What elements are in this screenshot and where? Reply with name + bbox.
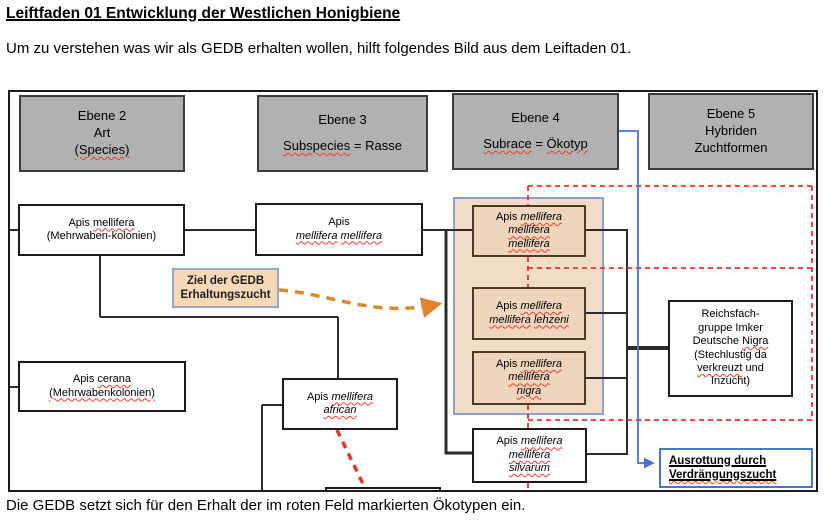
blue-flow-line (619, 130, 655, 469)
taxonomy-diagram: Ebene 2 Art (Species) Ebene 3 Subspecies… (8, 90, 818, 492)
orange-dashed-arrow (278, 288, 443, 318)
box-apis-mellifera-african: Apis mellifera african (282, 378, 398, 430)
box-apis-mellifera-mellifera: Apis mellifera mellifera (255, 203, 423, 256)
intro-text: Um zu verstehen was wir als GEDB erhalte… (6, 40, 632, 57)
box-ausrottung: Ausrottung durch Verdrängungszucht (659, 448, 813, 488)
page-title: Leiftfaden 01 Entwicklung der Westlichen… (6, 5, 401, 22)
box-amm-nigra: Apis mellifera mellifera nigra (472, 351, 586, 405)
box-apis-mellifera: Apis mellifera (Mehrwaben-kolonien) (18, 204, 185, 256)
box-ziel-der-gedb: Ziel der GEDB Erhaltungszucht (172, 268, 279, 308)
header-ebene3: Ebene 3 Subspecies = Rasse (257, 95, 428, 172)
box-amm-silvarum: Apis mellifera mellifera silvarum (472, 428, 587, 483)
box-bottom-cutoff (325, 487, 441, 492)
header-ebene5: Ebene 5 Hybriden Zuchtformen (648, 93, 814, 170)
red-dashed-african-link (335, 429, 367, 489)
caption-text: Die GEDB setzt sich für den Erhalt der i… (6, 497, 526, 514)
header-ebene4: Ebene 4 Subrace = Ökotyp (452, 93, 619, 170)
box-reichsfachgruppe: Reichsfach- gruppe Imker Deutsche Nigra … (668, 300, 793, 397)
red-dashed-boundary (527, 185, 813, 492)
header-ebene2: Ebene 2 Art (Species) (19, 95, 185, 172)
box-amm-mellifera: Apis mellifera mellifera mellifera (472, 205, 586, 257)
box-amm-lehzeni: Apis mellifera mellifera lehzeni (472, 287, 586, 340)
box-apis-cerana: Apis cerana (Mehrwabenkolonien) (18, 361, 186, 412)
main-trunk-line (444, 230, 472, 455)
